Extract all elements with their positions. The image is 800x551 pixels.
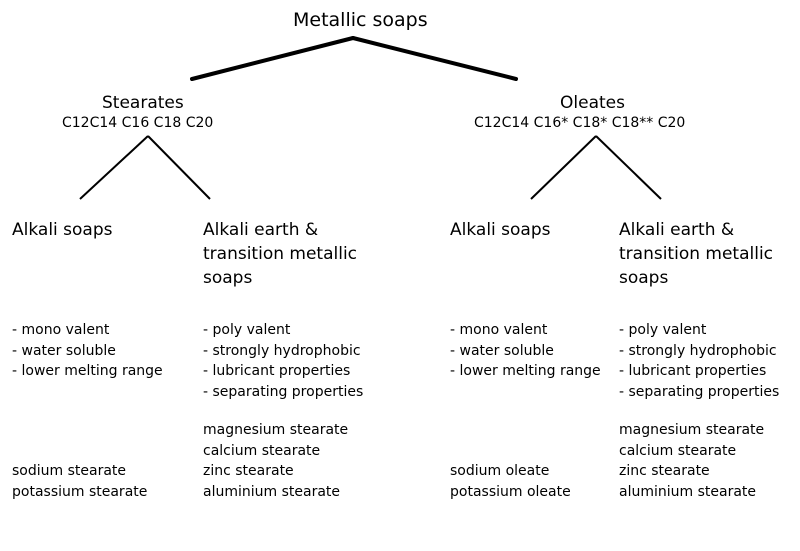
example-item: aluminium stearate bbox=[203, 483, 341, 500]
property-item: - mono valent bbox=[450, 322, 548, 338]
property-item: - poly valent bbox=[619, 322, 707, 338]
branch-oleates-label: Oleates bbox=[560, 93, 625, 113]
example-item: magnesium stearate bbox=[203, 422, 349, 438]
stearates-alkali-earth-title: Alkali earth & transition metallic soaps bbox=[203, 218, 357, 290]
group-title-line: Alkali soaps bbox=[12, 220, 113, 240]
example-item: potassium oleate bbox=[450, 483, 571, 500]
example-item: magnesium stearate bbox=[619, 422, 765, 438]
group-title-line: soaps bbox=[203, 268, 253, 288]
property-item: - lubricant properties bbox=[619, 363, 767, 379]
example-item: zinc stearate bbox=[203, 463, 294, 479]
property-item: - strongly hydrophobic bbox=[619, 342, 777, 359]
oleates-alkali-properties: - mono valent - water soluble - lower me… bbox=[450, 320, 601, 382]
stearates-alkali-properties: - mono valent - water soluble - lower me… bbox=[12, 320, 163, 382]
property-item: - lower melting range bbox=[12, 363, 163, 379]
stearates-connector-right bbox=[147, 135, 211, 200]
property-item: - water soluble bbox=[450, 342, 554, 359]
property-item: - lower melting range bbox=[450, 363, 601, 379]
property-item: - separating properties bbox=[203, 383, 364, 400]
property-item: - separating properties bbox=[619, 383, 780, 400]
branch-stearates-label: Stearates bbox=[102, 93, 184, 113]
example-item: sodium oleate bbox=[450, 463, 550, 479]
stearates-alkali-earth-examples: magnesium stearate calcium stearate zinc… bbox=[203, 420, 348, 502]
oleates-alkali-earth-title: Alkali earth & transition metallic soaps bbox=[619, 218, 773, 290]
group-title-line: Alkali earth & bbox=[203, 220, 319, 240]
example-item: calcium stearate bbox=[619, 442, 737, 459]
stearates-connector-left bbox=[79, 135, 149, 200]
example-item: zinc stearate bbox=[619, 463, 710, 479]
root-connector-left bbox=[190, 36, 355, 81]
group-title-line: soaps bbox=[619, 268, 669, 288]
stearates-alkali-examples: sodium stearate potassium stearate bbox=[12, 461, 147, 502]
group-title-line: transition metallic bbox=[203, 244, 358, 264]
example-item: aluminium stearate bbox=[619, 483, 757, 500]
group-title-line: transition metallic bbox=[619, 244, 774, 264]
oleates-alkali-title: Alkali soaps bbox=[450, 218, 551, 242]
property-item: - water soluble bbox=[12, 342, 116, 359]
oleates-alkali-earth-examples: magnesium stearate calcium stearate zinc… bbox=[619, 420, 764, 502]
group-title-line: Alkali soaps bbox=[450, 220, 551, 240]
example-item: potassium stearate bbox=[12, 483, 148, 500]
branch-oleates-chains: C12C14 C16* C18* C18** C20 bbox=[474, 115, 686, 131]
example-item: calcium stearate bbox=[203, 442, 321, 459]
stearates-alkali-title: Alkali soaps bbox=[12, 218, 113, 242]
example-item: sodium stearate bbox=[12, 463, 127, 479]
oleates-connector-right bbox=[595, 135, 662, 200]
stearates-alkali-earth-properties: - poly valent - strongly hydrophobic - l… bbox=[203, 320, 363, 402]
oleates-alkali-earth-properties: - poly valent - strongly hydrophobic - l… bbox=[619, 320, 779, 402]
property-item: - lubricant properties bbox=[203, 363, 351, 379]
group-title-line: Alkali earth & bbox=[619, 220, 735, 240]
oleates-connector-left bbox=[530, 135, 597, 200]
property-item: - poly valent bbox=[203, 322, 291, 338]
oleates-alkali-examples: sodium oleate potassium oleate bbox=[450, 461, 571, 502]
root-connector-right bbox=[351, 36, 518, 81]
property-item: - strongly hydrophobic bbox=[203, 342, 361, 359]
branch-stearates-chains: C12C14 C16 C18 C20 bbox=[62, 115, 214, 131]
property-item: - mono valent bbox=[12, 322, 110, 338]
root-label: Metallic soaps bbox=[293, 9, 428, 31]
